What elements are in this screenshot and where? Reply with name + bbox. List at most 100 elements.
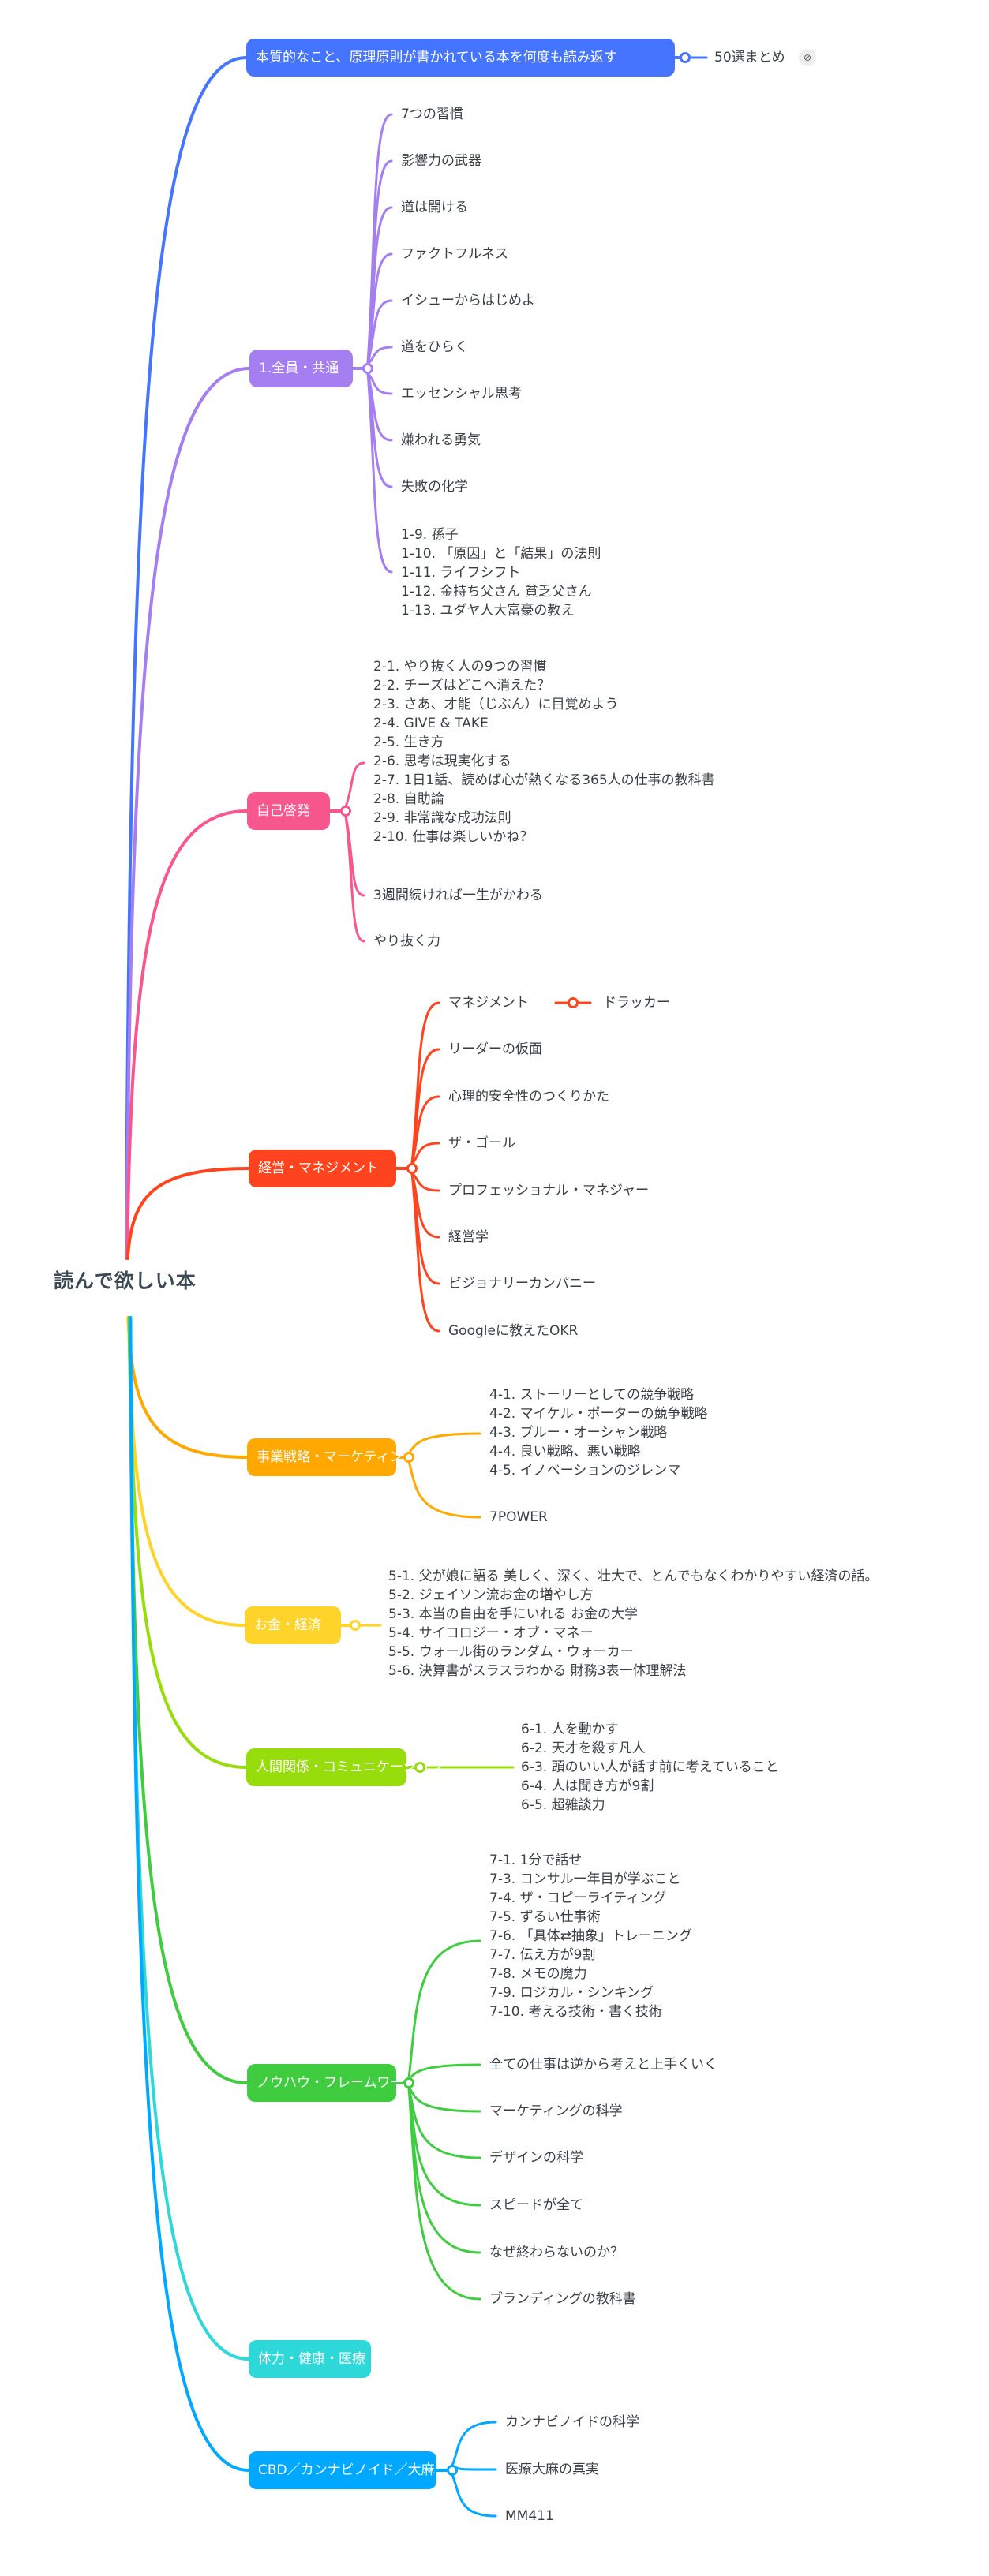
collapse-toggle-icon[interactable]: [403, 2077, 414, 2088]
leaf-line: 50選まとめ: [714, 50, 785, 65]
leaf-topic[interactable]: エッセンシャル思考: [401, 384, 522, 403]
leaf-topic[interactable]: 医療大麻の真実: [505, 2460, 599, 2479]
root-connector: [129, 1316, 250, 2472]
leaf-topic[interactable]: デザインの科学: [489, 2148, 583, 2167]
leaf-topic[interactable]: MM411: [505, 2507, 554, 2526]
leaf-topic[interactable]: リーダーの仮面: [448, 1040, 542, 1059]
sub-leaf-topic[interactable]: ドラッカー: [603, 995, 670, 1011]
leaf-topic[interactable]: 7POWER: [489, 1508, 548, 1527]
branch-topic[interactable]: 1.全員・共通: [249, 350, 353, 387]
collapse-toggle-icon[interactable]: [447, 2465, 458, 2476]
leaf-topic[interactable]: 全ての仕事は逆から考えと上手くいく: [489, 2055, 717, 2074]
leaf-connector: [366, 252, 393, 365]
collapse-toggle-icon[interactable]: [414, 1762, 425, 1773]
leaf-topic[interactable]: プロフェッショナル・マネジャー: [448, 1181, 649, 1200]
leaf-topic[interactable]: 50選まとめ: [714, 48, 785, 67]
collapse-toggle-icon[interactable]: [403, 1452, 414, 1463]
leaf-line: 道は開ける: [401, 200, 468, 215]
branch-topic[interactable]: 自己啓発: [247, 792, 330, 830]
leaf-topic[interactable]: スピードが全て: [489, 2196, 583, 2215]
branch-topic[interactable]: 事業戦略・マーケティング: [247, 1438, 417, 1476]
leaf-line: ブランディングの教科書: [489, 2291, 636, 2307]
leaf-topic[interactable]: 嫌われる勇気: [401, 431, 481, 450]
branch-topic[interactable]: ノウハウ・フレームワーク: [247, 2064, 418, 2102]
leaf-line: マネジメント: [448, 995, 529, 1011]
leaf-topic[interactable]: Googleに教えたOKR: [448, 1322, 578, 1340]
root-connector: [127, 1316, 246, 1627]
paperclip-icon[interactable]: ⊘: [799, 49, 816, 66]
leaf-line: 2-2. チーズはどこへ消えた？: [373, 678, 551, 694]
branch-topic[interactable]: お金・経済: [245, 1606, 341, 1644]
leaf-line: 7-8. メモの魔力: [489, 1966, 587, 1982]
leaf-topic[interactable]: やり抜く力: [373, 932, 440, 951]
leaf-topic[interactable]: ビジョナリーカンパニー: [448, 1274, 596, 1293]
leaf-line: 1-10. 「原因」と「結果」の法則: [401, 546, 601, 562]
root-connector: [128, 1316, 249, 2084]
leaf-connector: [410, 1142, 440, 1165]
leaf-connector: [407, 2086, 481, 2113]
leaf-line: 道をひらく: [401, 339, 468, 355]
branch-topic[interactable]: 本質的なこと、原理原則が書かれている本を何度も読み返す: [246, 39, 675, 77]
leaf-topic[interactable]: イシューからはじめよ: [401, 291, 535, 310]
leaf-connector: [451, 2464, 497, 2471]
leaf-topic[interactable]: 道をひらく: [401, 338, 468, 357]
leaf-line: ファクトフルネス: [401, 246, 508, 262]
root-connector: [125, 1167, 250, 1260]
leaf-connector: [451, 2473, 497, 2518]
leaf-line: 7-5. ずるい仕事術: [489, 1909, 601, 1925]
leaf-line: 医療大麻の真実: [505, 2462, 599, 2477]
leaf-topic[interactable]: なぜ終わらないのか？: [489, 2243, 624, 2262]
leaf-line: 5-5. ウォール街のランダム・ウォーカー: [388, 1644, 634, 1660]
leaf-topic[interactable]: 心理的安全性のつくりかた: [448, 1087, 609, 1106]
leaf-line: 2-4. GIVE & TAKE: [373, 716, 489, 731]
leaf-topic[interactable]: マーケティングの科学: [489, 2102, 623, 2121]
branch-topic[interactable]: CBD／カンナビノイド／大麻: [249, 2451, 436, 2489]
leaf-line: 2-3. さあ、才能（じぶん）に目覚めよう: [373, 697, 619, 712]
leaf-line: ザ・ゴール: [448, 1135, 515, 1151]
collapse-toggle-icon[interactable]: [362, 363, 373, 374]
leaf-line: 2-7. 1日1話、読めば心が熱くなる365人の仕事の教科書: [373, 772, 715, 788]
leaf-line: 5-4. サイコロジー・オブ・マネー: [388, 1625, 594, 1641]
leaf-line: 4-3. ブルー・オーシャン戦略: [489, 1425, 668, 1441]
leaf-line: 3週間続ければ一生がかわる: [373, 888, 543, 903]
root-topic[interactable]: 読んで欲しい本: [54, 1269, 197, 1292]
branch-topic[interactable]: 人間関係・コミュニケーション: [246, 1748, 444, 1786]
leaf-line: 1-12. 金持ち父さん 貧乏父さん: [401, 584, 592, 600]
leaf-topic[interactable]: ブランディングの教科書: [489, 2290, 636, 2309]
leaf-topic[interactable]: 7つの習慣: [401, 105, 463, 124]
leaf-topic[interactable]: ザ・ゴール: [448, 1134, 515, 1153]
leaf-line: 1-13. ユダヤ人大富豪の教え: [401, 603, 575, 619]
collapse-toggle-icon[interactable]: [350, 1620, 361, 1631]
leaf-topic[interactable]: 経営学: [448, 1228, 489, 1247]
leaf-line: 5-1. 父が娘に語る 美しく、深く、壮大で、とんでもなくわかりやすい経済の話。: [388, 1568, 878, 1584]
leaf-topic[interactable]: 5-1. 父が娘に語る 美しく、深く、壮大で、とんでもなくわかりやすい経済の話。…: [388, 1567, 878, 1681]
leaf-line: プロフェッショナル・マネジャー: [448, 1183, 650, 1198]
collapse-toggle-icon[interactable]: [680, 52, 691, 63]
leaf-connector: [407, 1460, 481, 1519]
leaf-topic[interactable]: 影響力の武器: [401, 151, 481, 170]
leaf-connector: [407, 2063, 481, 2080]
leaf-topic[interactable]: 失敗の化学: [401, 477, 468, 496]
leaf-line: Googleに教えたOKR: [448, 1323, 579, 1339]
collapse-toggle-icon[interactable]: [568, 997, 579, 1008]
leaf-topic[interactable]: ファクトフルネス: [401, 245, 508, 264]
collapse-toggle-icon[interactable]: [406, 1163, 418, 1174]
collapse-toggle-icon[interactable]: [340, 806, 351, 817]
leaf-line: 影響力の武器: [401, 153, 481, 169]
leaf-topic[interactable]: 道は開ける: [401, 198, 468, 217]
leaf-line: 4-1. ストーリーとしての競争戦略: [489, 1387, 695, 1403]
leaf-topic[interactable]: マネジメント: [448, 993, 529, 1012]
leaf-connector: [344, 761, 365, 808]
leaf-topic[interactable]: カンナビノイドの科学: [505, 2413, 639, 2432]
leaf-topic[interactable]: 3週間続ければ一生がかわる: [373, 886, 543, 905]
leaf-line: 5-2. ジェイソン流お金の増やし方: [388, 1587, 594, 1603]
branch-topic[interactable]: 経営・マネジメント: [249, 1150, 396, 1187]
branch-topic[interactable]: 体力・健康・医療: [249, 2340, 371, 2378]
leaf-line: 5-6. 決算書がスラスラわかる 財務3表一体理解法: [388, 1663, 687, 1679]
